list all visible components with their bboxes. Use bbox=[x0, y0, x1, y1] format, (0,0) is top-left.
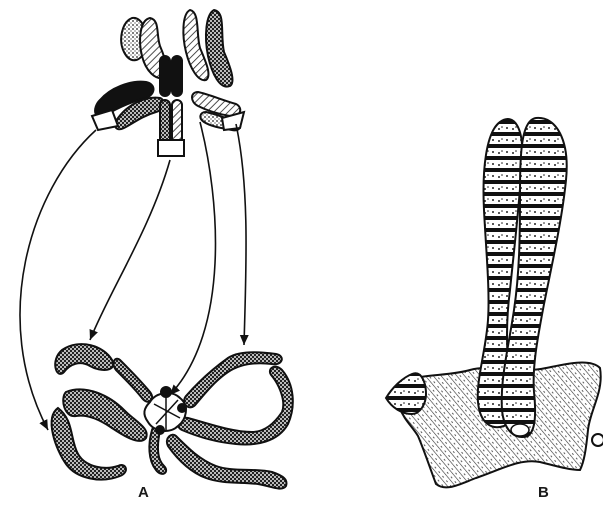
top-chromosome-cluster bbox=[92, 10, 244, 156]
nucleolus-cluster bbox=[52, 344, 293, 488]
panel-a-diagram bbox=[20, 10, 293, 489]
panel-b-diagram bbox=[386, 118, 603, 487]
small-chromosome bbox=[386, 373, 426, 414]
panel-label-b: B bbox=[538, 484, 549, 501]
right-knob bbox=[592, 434, 603, 446]
panel-label-a: A bbox=[138, 484, 149, 501]
